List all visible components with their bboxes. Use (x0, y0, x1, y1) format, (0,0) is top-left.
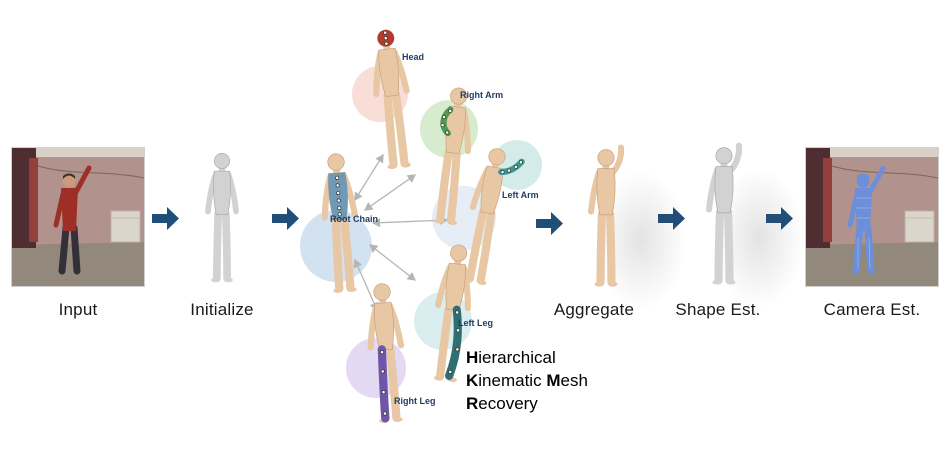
head-chain-mesh (350, 23, 435, 181)
chain-label-right-arm: Right Arm (460, 90, 504, 100)
chain-label-root-chain: Root Chain (330, 214, 378, 224)
stage-label-aggregate: Aggregate (553, 300, 635, 319)
initialize-mesh (190, 150, 254, 291)
stage-label-initialize: Initialize (190, 300, 254, 319)
chain-label-head: Head (402, 52, 425, 62)
left-leg-chain-mesh (410, 238, 493, 394)
flow-arrow-icon (658, 207, 685, 230)
chain-label-left-arm: Left Arm (502, 190, 539, 200)
flow-arrow-icon (152, 207, 179, 230)
stage-label-camera-est: Camera Est. (823, 300, 921, 319)
root-chain-mesh (301, 148, 380, 304)
input-photo (11, 147, 145, 287)
stage-label-shape-est: Shape Est. (675, 300, 761, 319)
flow-arrow-icon (536, 212, 563, 235)
right-arm-chain-mesh (410, 81, 493, 237)
flow-arrow-icon (766, 207, 793, 230)
flow-arrow-icon (272, 207, 299, 230)
stage-label-input: Input (58, 300, 98, 319)
aggregate-mesh (572, 144, 640, 296)
shape-est-mesh (690, 142, 758, 294)
right-leg-chain-mesh (347, 278, 426, 434)
chain-connector-arrows (353, 153, 449, 312)
chain-label-right-leg: Right Leg (394, 396, 436, 406)
chain-label-left-leg: Left Leg (458, 318, 493, 328)
camera-est-photo (805, 147, 939, 287)
